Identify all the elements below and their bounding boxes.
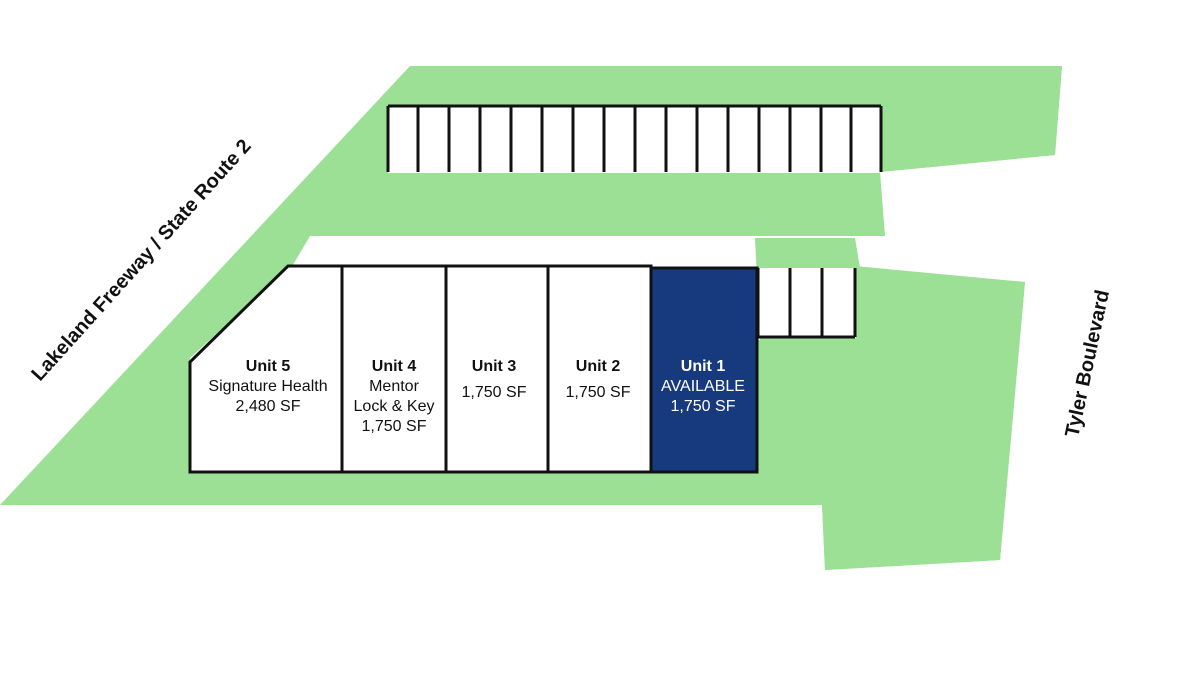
unit-1-outline[interactable] [649, 266, 759, 474]
unit-1-detail: 1,750 SF [671, 398, 736, 415]
unit-2-detail: 1,750 SF [566, 384, 631, 401]
unit-5-detail: Signature Health [208, 378, 327, 395]
unit-3-detail: 1,750 SF [462, 384, 527, 401]
parking-lot-east-bg [758, 268, 856, 338]
unit-5-detail: 2,480 SF [236, 398, 301, 415]
parking-row-east [756, 268, 857, 339]
grass-patch-top [290, 66, 1062, 270]
unit-4-name: Unit 4 [372, 358, 417, 375]
unit-1[interactable]: Unit 1 AVAILABLE 1,750 SF [649, 266, 759, 474]
unit-5[interactable]: Unit 5 Signature Health 2,480 SF [188, 264, 344, 474]
unit-4-detail: Mentor [369, 378, 419, 395]
unit-4-detail: 1,750 SF [362, 418, 427, 435]
building-units: Unit 5 Signature Health 2,480 SF Unit 4 Ment… [188, 264, 759, 474]
unit-3[interactable]: Unit 3 1,750 SF [444, 264, 550, 474]
unit-4-detail: Lock & Key [354, 398, 435, 415]
landscape-areas [0, 66, 1062, 570]
unit-1-name: Unit 1 [681, 358, 726, 375]
parking-row-north [386, 104, 883, 173]
unit-2-name: Unit 2 [576, 358, 621, 375]
unit-3-name: Unit 3 [472, 358, 517, 375]
unit-1-detail: AVAILABLE [661, 378, 745, 395]
unit-5-outline[interactable] [188, 264, 344, 474]
unit-5-name: Unit 5 [246, 358, 291, 375]
unit-2[interactable]: Unit 2 1,750 SF [546, 264, 653, 474]
grass-area-east [758, 266, 1025, 570]
road-label-boulevard: Tyler Boulevard [1061, 288, 1114, 439]
